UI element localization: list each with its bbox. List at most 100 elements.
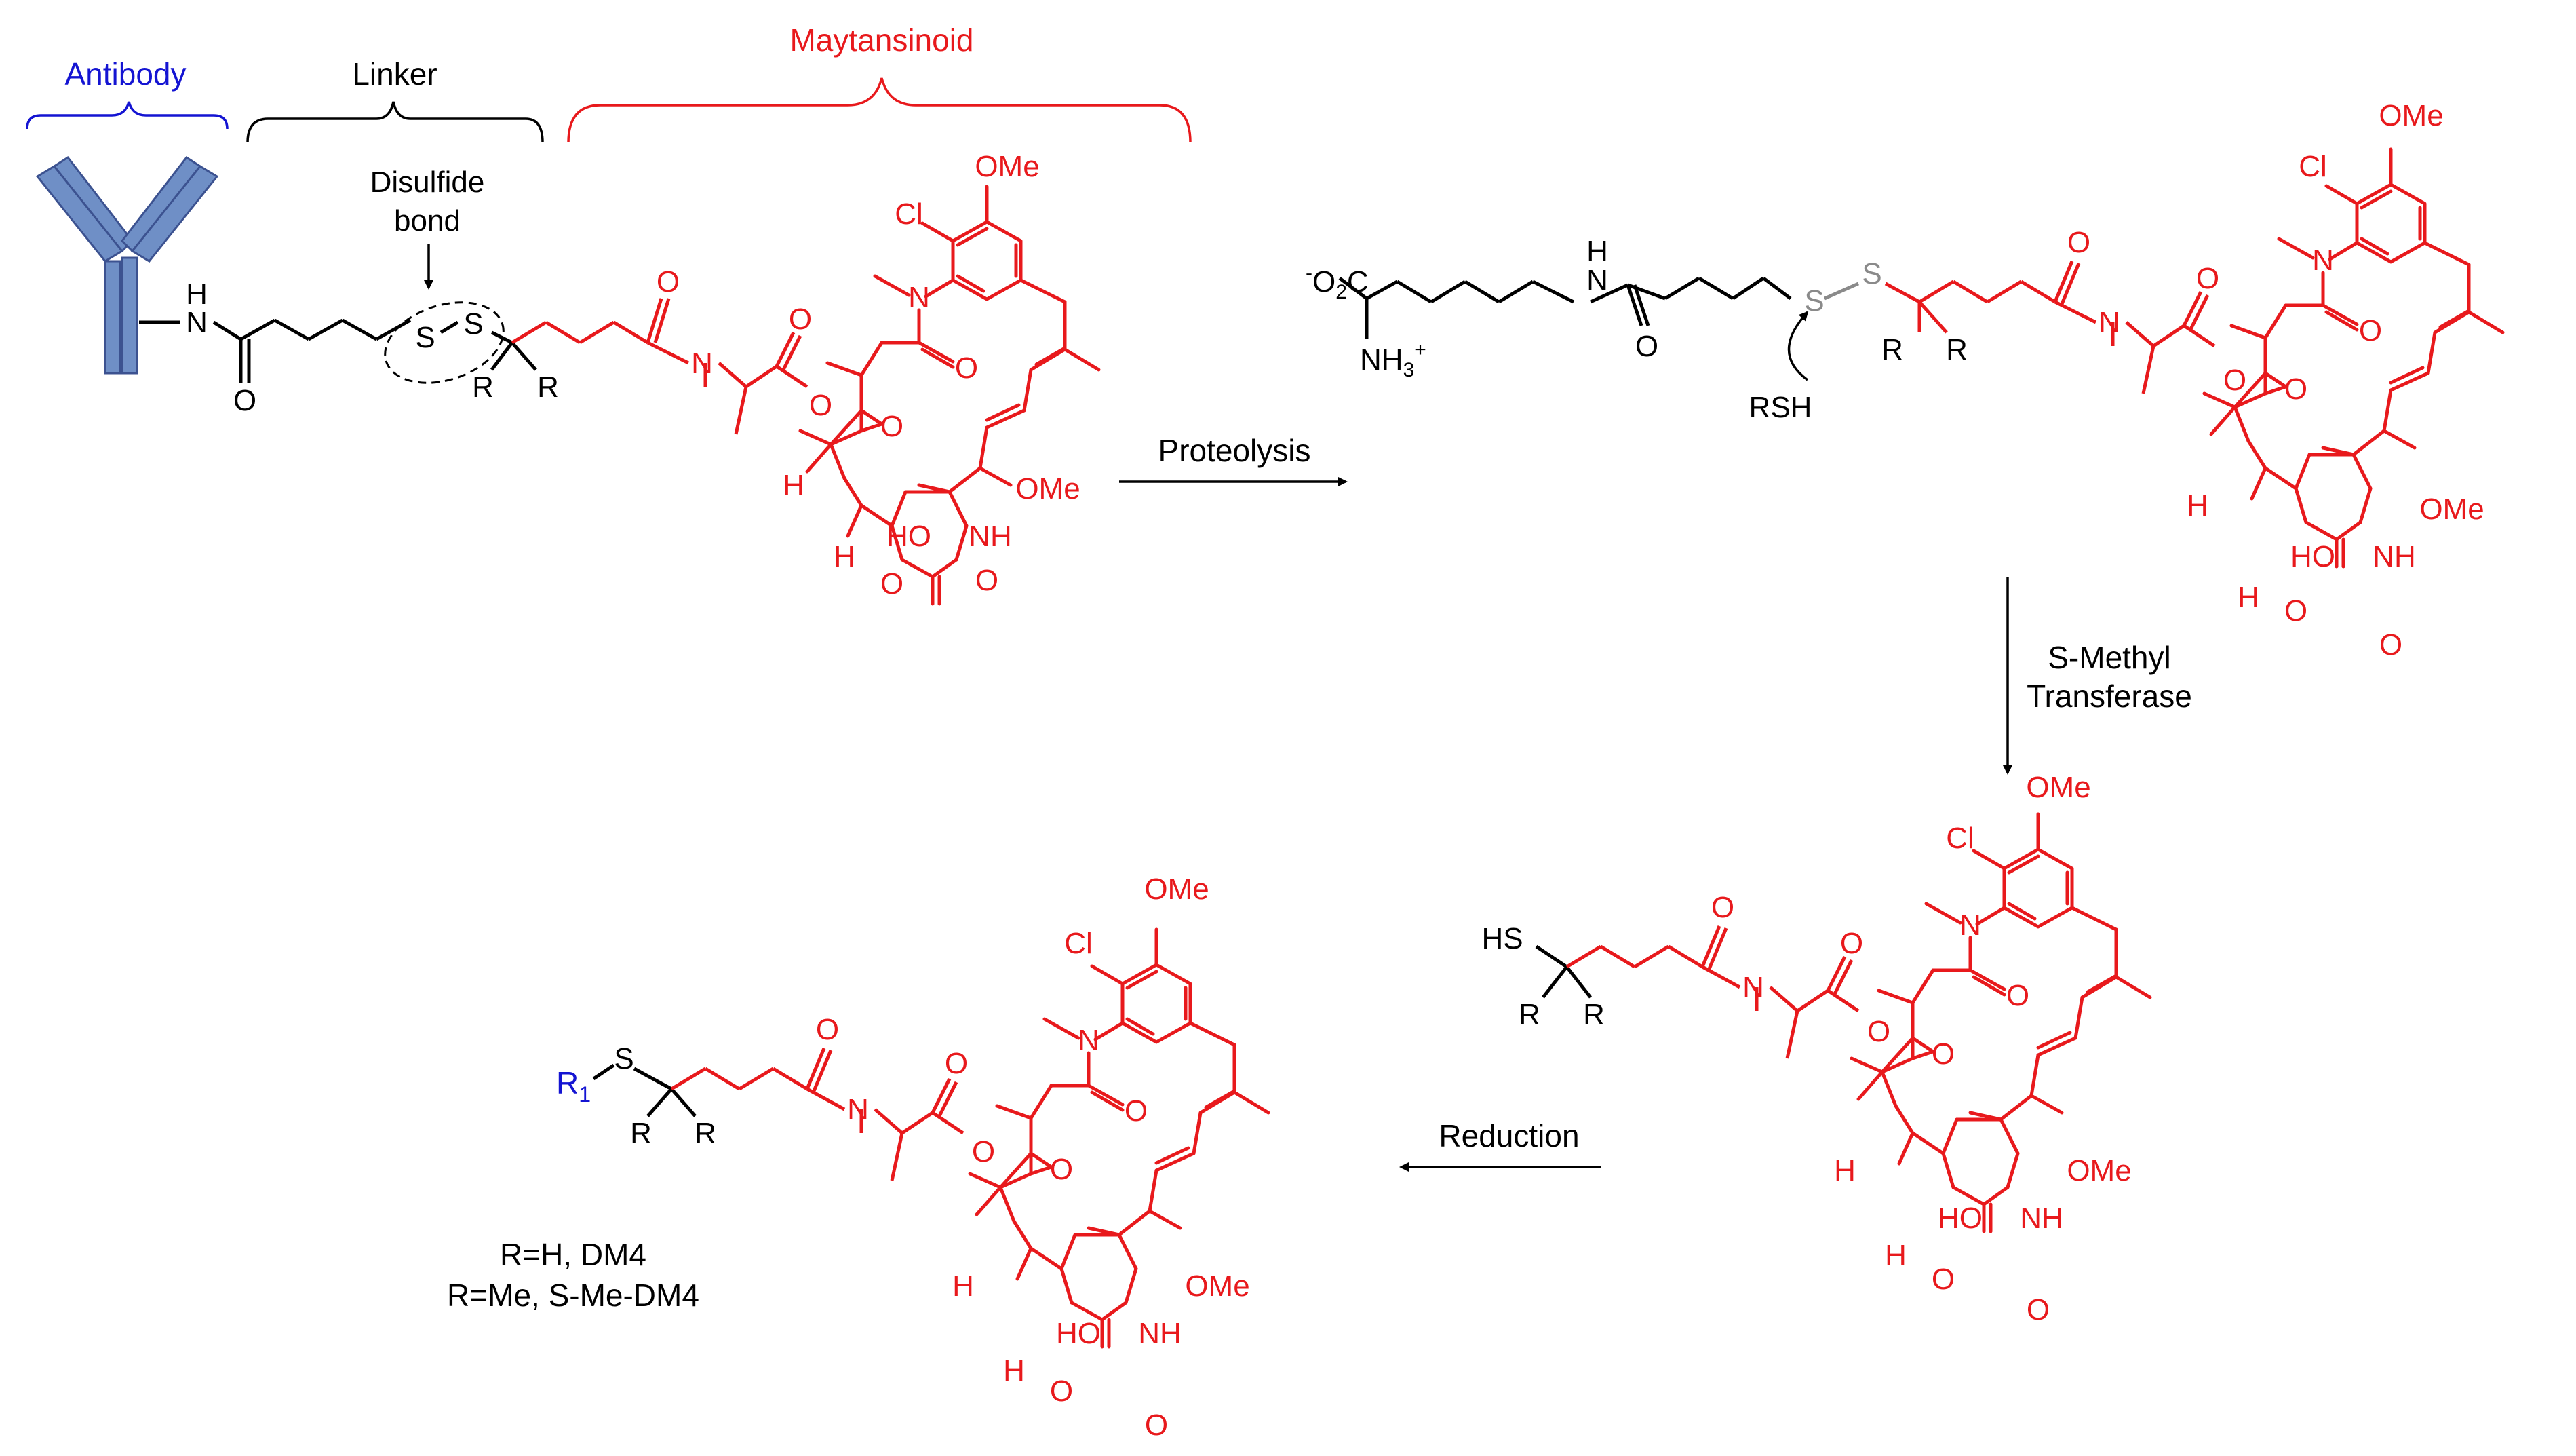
core2-h-lower: H <box>2238 581 2259 614</box>
core4-h-lower: H <box>1003 1354 1025 1387</box>
core3-ome-right: OMe <box>2067 1154 2131 1187</box>
smethyl-label-line1: S-Methyl <box>2048 640 2170 675</box>
maytansinoid-core-4: OMe Cl N O O H OMe HO NH H O O <box>952 873 1268 1442</box>
disulfide-highlight <box>384 301 505 384</box>
core3-o-epox: O <box>1932 1037 1955 1071</box>
core1-ome-top: OMe <box>975 150 1039 183</box>
legend-line1: R=H, DM4 <box>500 1237 646 1272</box>
core4-n: N <box>1078 1024 1099 1057</box>
core4-cl: Cl <box>1064 927 1093 960</box>
legend-line2: R=Me, S-Me-DM4 <box>447 1278 699 1313</box>
core4-h-left: H <box>952 1269 974 1303</box>
core3-ho: HO <box>1938 1202 1983 1235</box>
core1-o-carbonyl: O <box>975 564 998 597</box>
maytansinoid-core-2: OMe Cl N O O H OMe HO NH H O O <box>2187 99 2503 662</box>
product-o-red: O <box>816 1013 839 1046</box>
core1-ho: HO <box>886 520 931 553</box>
thiol-hs: HS <box>1481 922 1523 955</box>
core1-o-amide: O <box>955 351 978 385</box>
product-r-a: R <box>630 1117 652 1150</box>
core1-o-epox: O <box>880 410 903 443</box>
smethyl-label-line2: Transferase <box>2027 678 2192 714</box>
core3-o-amide: O <box>2006 979 2029 1012</box>
lys-nh-n: N <box>1586 264 1608 297</box>
maytansinoid-core-1: OMe Cl N O O H OMe HO NH H O O <box>783 150 1099 604</box>
adc-n-methyl: N <box>691 347 713 380</box>
thiol-r1: R <box>1519 998 1540 1031</box>
core2-h-left: H <box>2187 489 2208 522</box>
lys-r1: R <box>1881 333 1903 366</box>
lys-s2: S <box>1862 257 1881 290</box>
rsh-label: RSH <box>1749 391 1812 424</box>
core2-o-ring: O <box>2284 594 2307 628</box>
core2-o-carbonyl: O <box>2379 628 2402 662</box>
core4-ho: HO <box>1056 1317 1101 1350</box>
adc-linker-red-bonds <box>511 298 808 435</box>
core3-n: N <box>1959 908 1981 942</box>
adc-ester-o2: O <box>809 389 832 422</box>
core1-cl: Cl <box>895 197 923 231</box>
core1-o-ring: O <box>880 567 903 600</box>
lys-r2: R <box>1946 333 1968 366</box>
adc-r1: R <box>472 370 494 404</box>
core4-o-amide: O <box>1125 1094 1148 1128</box>
lys-s1: S <box>1804 284 1824 318</box>
disulfide-label-line1: Disulfide <box>370 166 485 199</box>
adc-amide-o-red: O <box>657 265 680 299</box>
core2-ho: HO <box>2290 540 2335 573</box>
core2-ome-right: OMe <box>2419 493 2484 526</box>
maytansinoid-brace <box>567 77 1192 143</box>
core1-ome-right: OMe <box>1015 472 1080 505</box>
core3-o-ring: O <box>1932 1263 1955 1296</box>
core4-o-epox: O <box>1050 1153 1073 1186</box>
lys-ester-o: O <box>2196 262 2219 295</box>
product-r-b: R <box>695 1117 716 1150</box>
thiol-bonds <box>1535 944 1592 999</box>
proteolysis-label: Proteolysis <box>1158 433 1311 468</box>
disulfide-label-line2: bond <box>394 204 461 237</box>
linker-brace <box>246 101 544 143</box>
adc-s1: S <box>415 321 435 354</box>
product-bonds <box>592 1063 697 1117</box>
core2-ome-top: OMe <box>2379 99 2443 132</box>
core1-h-left: H <box>783 469 804 502</box>
carboxylate-label: -O2C <box>1306 262 1369 303</box>
adc-nh-h: H <box>186 277 208 311</box>
ammonium-label: NH3+ <box>1360 339 1426 381</box>
lys-nh-h: H <box>1586 235 1608 268</box>
core3-cl: Cl <box>1946 822 1974 855</box>
maytansinoid-core-3: OMe Cl N O O H OMe HO NH H O O <box>1834 771 2150 1326</box>
thiol-ester-o: O <box>1840 927 1863 960</box>
core2-n: N <box>2312 244 2334 277</box>
core3-o-carbonyl: O <box>2027 1293 2050 1326</box>
core2-cl: Cl <box>2299 150 2327 183</box>
lysine-metabolite-bonds <box>1338 276 1792 339</box>
core2-o-amide: O <box>2359 314 2382 347</box>
s-s-grey-bond <box>1823 282 1860 301</box>
adc-amide-o: O <box>233 384 256 417</box>
lys-o-red: O <box>2067 226 2090 259</box>
product-ester-o2: O <box>972 1135 995 1168</box>
lys-amide-o: O <box>1635 330 1658 363</box>
lys-n-methyl: N <box>2099 306 2120 339</box>
adc-s2: S <box>463 307 483 341</box>
adc-ester-o: O <box>789 303 812 336</box>
lys-ester-o2: O <box>2223 364 2246 397</box>
core4-o-carbonyl: O <box>1145 1409 1168 1442</box>
product-s: S <box>614 1042 633 1075</box>
linker-label: Linker <box>352 56 437 92</box>
core4-ome-top: OMe <box>1144 873 1209 906</box>
thiol-n-methyl: N <box>1742 971 1764 1004</box>
lys-red-bonds <box>1884 261 2216 394</box>
core1-h-lower: H <box>834 540 855 573</box>
antibody-label: Antibody <box>64 56 186 92</box>
thiol-ester-o2: O <box>1867 1015 1890 1048</box>
core4-ome-right: OMe <box>1185 1269 1249 1303</box>
adc-linker-bonds <box>139 318 537 383</box>
core3-h-left: H <box>1834 1154 1856 1187</box>
core3-h-lower: H <box>1885 1239 1907 1272</box>
product-ester-o: O <box>945 1047 968 1080</box>
adc-r2: R <box>537 370 559 404</box>
maytansinoid-label: Maytansinoid <box>789 22 973 58</box>
core1-nh: NH <box>969 520 1012 553</box>
